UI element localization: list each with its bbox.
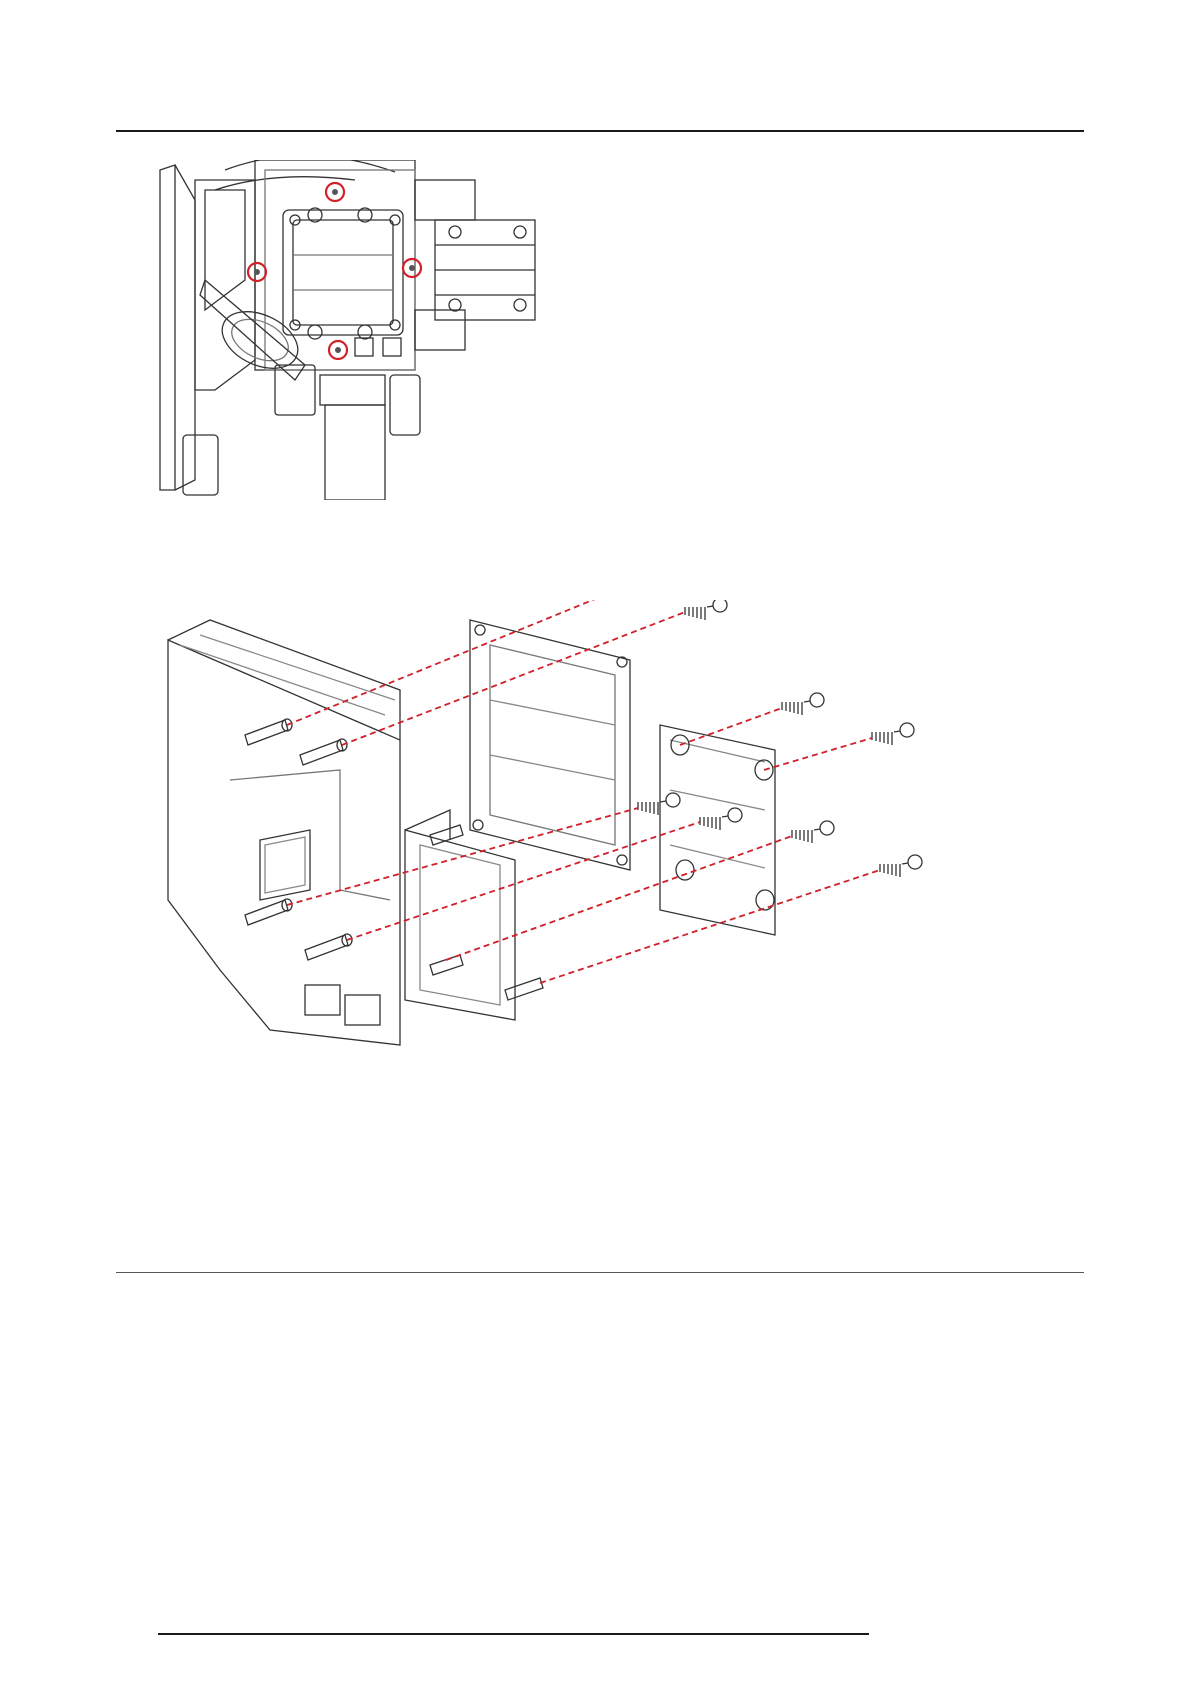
exploded-view-drawing: [160, 600, 1035, 1125]
footer-rule: [158, 1633, 869, 1635]
section-rule: [116, 1272, 1084, 1273]
figure-top-view: [155, 160, 615, 500]
figure-exploded-view: [160, 600, 1035, 1125]
assembly-lines: [287, 600, 880, 983]
header-rule: [116, 130, 1084, 132]
top-view-drawing: [155, 160, 615, 500]
